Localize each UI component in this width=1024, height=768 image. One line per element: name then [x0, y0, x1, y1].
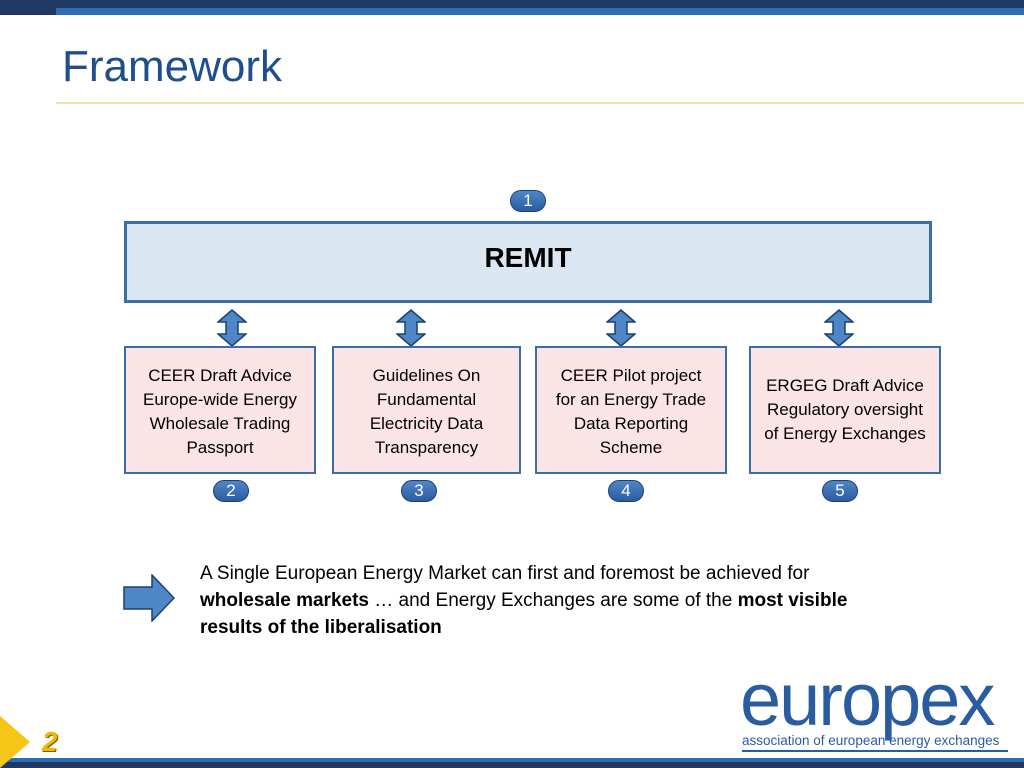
- box-line: Fundamental: [376, 390, 477, 409]
- page-title: Framework: [62, 42, 283, 91]
- box-line: CEER Draft Advice: [148, 366, 292, 385]
- number-badge-5: 5: [822, 480, 858, 502]
- box-line: Scheme: [599, 438, 663, 457]
- box-line: Passport: [186, 438, 254, 457]
- number-badge-1: 1: [510, 190, 546, 212]
- box-line: of Energy Exchanges: [764, 424, 926, 443]
- box-ceer-pilot-project: CEER Pilot project for an Energy Trade D…: [535, 346, 727, 474]
- box-ceer-trading-passport: CEER Draft Advice Europe-wide Energy Who…: [124, 346, 316, 474]
- europex-logo: europex: [740, 658, 995, 741]
- box-line: Transparency: [374, 438, 479, 457]
- top-bar-light: [56, 8, 1024, 15]
- box-line: for an Energy Trade: [555, 390, 707, 409]
- box-line: ERGEG Draft Advice: [766, 376, 924, 395]
- bottom-bar-light: [0, 758, 1024, 762]
- number-badge-3: 3: [401, 480, 437, 502]
- top-bar-left: [0, 8, 56, 15]
- remit-label: REMIT: [484, 242, 572, 273]
- double-arrow-icon: [217, 309, 247, 347]
- summary-statement: A Single European Energy Market can firs…: [200, 560, 900, 641]
- right-arrow-icon: [123, 574, 175, 622]
- double-arrow-icon: [824, 309, 854, 347]
- logo-underline: [742, 750, 1008, 752]
- number-badge-4: 4: [608, 480, 644, 502]
- box-line: Wholesale Trading: [149, 414, 291, 433]
- box-line: Guidelines On: [372, 366, 481, 385]
- box-line: Europe-wide Energy: [142, 390, 298, 409]
- double-arrow-icon: [396, 309, 426, 347]
- double-arrow-icon: [606, 309, 636, 347]
- box-line: Regulatory oversight: [767, 400, 923, 419]
- statement-bold: wholesale markets: [200, 590, 369, 611]
- box-ergeg-draft-advice: ERGEG Draft Advice Regulatory oversight …: [749, 346, 941, 474]
- bottom-bar-dark: [0, 762, 1024, 768]
- box-line: CEER Pilot project: [560, 366, 702, 385]
- statement-text: A Single European Energy Market can firs…: [200, 563, 810, 584]
- logo-tagline: association of european energy exchanges: [742, 733, 1000, 748]
- top-bar-dark: [0, 0, 1024, 8]
- title-divider: [56, 102, 1024, 104]
- remit-box: REMIT: [124, 221, 932, 303]
- box-guidelines-data-transparency: Guidelines On Fundamental Electricity Da…: [332, 346, 521, 474]
- slide-number: 2: [42, 726, 58, 757]
- number-badge-2: 2: [213, 480, 249, 502]
- box-line: Electricity Data: [369, 414, 484, 433]
- statement-bold: most visible results of the liberalisati…: [200, 590, 848, 638]
- box-line: Data Reporting: [573, 414, 689, 433]
- corner-triangle: [0, 716, 30, 768]
- statement-text: … and Energy Exchanges are some of the: [368, 590, 738, 611]
